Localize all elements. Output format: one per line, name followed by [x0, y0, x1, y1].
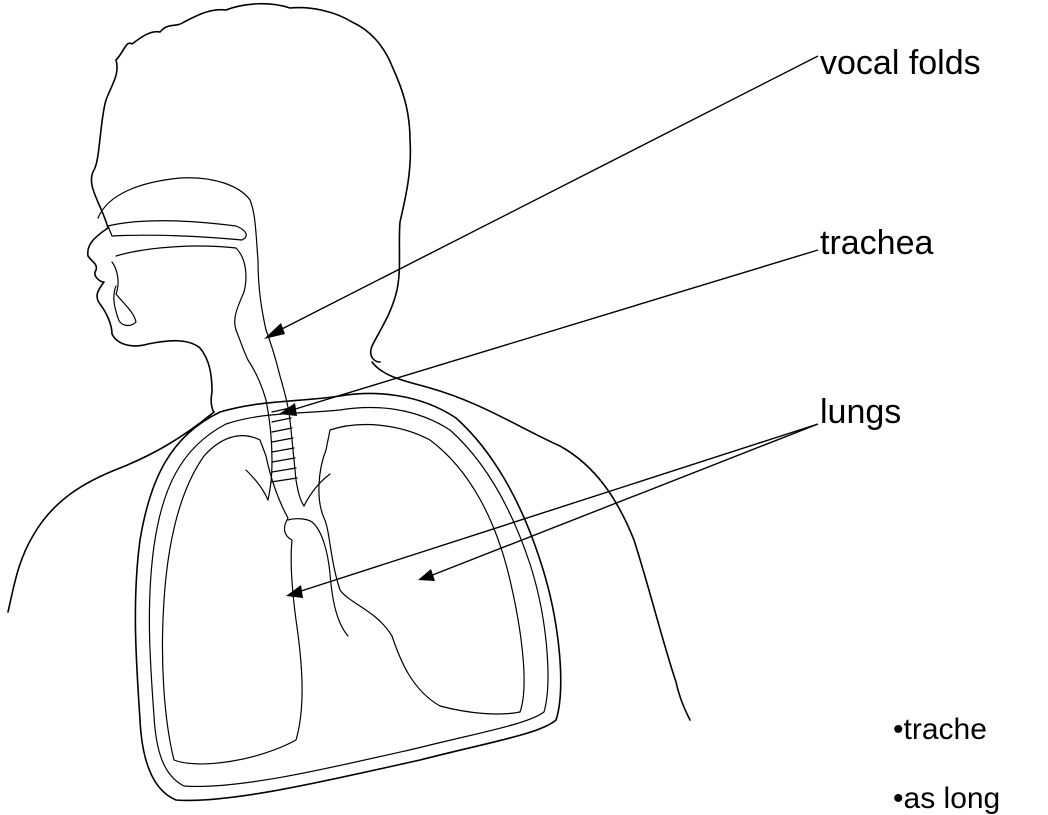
face-profile: [88, 228, 214, 412]
leader-vocal-folds: [276, 56, 818, 332]
label-trachea: trachea: [820, 226, 933, 260]
leader-lungs-1: [298, 424, 818, 592]
label-lungs: lungs: [820, 395, 901, 429]
bronchi: [246, 470, 330, 506]
left-lung: [162, 436, 302, 764]
heart-notch: [288, 519, 348, 636]
head-outline: [91, 4, 410, 362]
arrowhead-lungs-2: [418, 569, 435, 581]
palate: [108, 221, 246, 240]
arrowhead-vocal-folds: [264, 323, 285, 339]
right-lung: [319, 425, 524, 714]
ribcage-inner: [149, 407, 548, 786]
arrowhead-lungs-1: [286, 585, 303, 598]
tongue: [116, 246, 246, 330]
leader-trachea: [292, 250, 818, 410]
label-vocal-folds: vocal folds: [820, 46, 981, 80]
lips: [112, 262, 136, 325]
bullet-point-1: •trache: [893, 715, 987, 745]
leader-lungs-2: [430, 424, 818, 576]
front-shoulder: [8, 412, 214, 612]
